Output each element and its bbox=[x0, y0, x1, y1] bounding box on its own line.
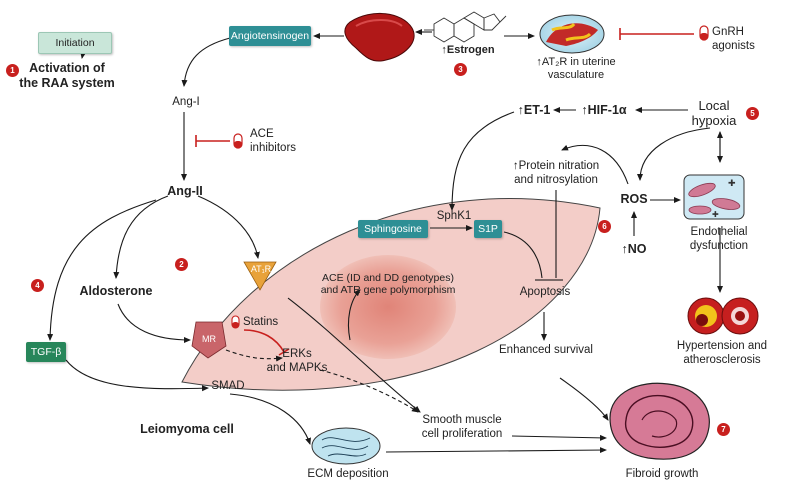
ace-gene-line-1: ACE (ID and DD genotypes) bbox=[322, 272, 454, 284]
nitration-label: ↑Protein nitration and nitrosylation bbox=[494, 160, 618, 187]
svg-text:✚: ✚ bbox=[712, 210, 719, 219]
ros-label: ROS bbox=[620, 192, 648, 206]
svg-text:✚: ✚ bbox=[728, 179, 736, 189]
smooth-muscle-line-1: Smooth muscle bbox=[422, 414, 502, 426]
smooth-muscle-label: Smooth muscle cell proliferation bbox=[412, 414, 512, 441]
ecm-label: ECM deposition bbox=[307, 468, 389, 480]
angiotensinogen-box: Angiotensinogen bbox=[229, 26, 311, 46]
mr-label: MR bbox=[202, 334, 216, 344]
hypertension-line-1: Hypertension and bbox=[676, 340, 768, 352]
hypoxia-label: Local hypoxia bbox=[682, 98, 746, 129]
hypoxia-line-2: hypoxia bbox=[691, 113, 737, 129]
pill-icon-gnrh bbox=[699, 25, 709, 41]
gnrh-line-1: GnRH bbox=[712, 26, 744, 38]
hypertension-label: Hypertension and atherosclerosis bbox=[668, 340, 776, 367]
ang1-label: Ang-I bbox=[172, 96, 200, 108]
smad-label: SMAD bbox=[211, 380, 245, 392]
endothelial-label: Endothelial dysfunction bbox=[676, 226, 762, 253]
enhanced-survival-label: Enhanced survival bbox=[499, 344, 593, 356]
tgf-beta-box: TGF-β bbox=[26, 342, 66, 362]
apoptosis-label: Apoptosis bbox=[519, 286, 571, 298]
step-6-marker: 6 bbox=[598, 220, 611, 233]
nitration-line-2: and nitrosylation bbox=[514, 173, 598, 186]
at1r-receptor-icon bbox=[243, 261, 277, 291]
et1-label: ↑ET-1 bbox=[517, 103, 551, 117]
sphk1-label: SphK1 bbox=[436, 210, 472, 222]
dashed-arrows bbox=[225, 349, 419, 413]
mr-receptor-icon bbox=[191, 321, 227, 359]
ecm-deposition-icon bbox=[311, 427, 381, 465]
artery-atherosclerosis-icon bbox=[687, 297, 725, 335]
s1p-box: S1P bbox=[474, 220, 502, 238]
statins-label: Statins bbox=[243, 316, 279, 328]
activation-line-1: Activation of bbox=[29, 61, 105, 75]
step-4-marker: 4 bbox=[31, 279, 44, 292]
ace-gene-line-2: and ATR gene polymorphism bbox=[320, 284, 456, 297]
smooth-muscle-line-2: cell proliferation bbox=[421, 427, 503, 440]
estrogen-molecule-icon bbox=[424, 11, 507, 43]
fibroid-growth-label: Fibroid growth bbox=[625, 468, 699, 480]
ace-inhibitors-line-1: ACE bbox=[250, 128, 274, 140]
step-2-marker: 2 bbox=[175, 258, 188, 271]
at2r-line-1: ↑AT₂R in uterine bbox=[536, 56, 616, 68]
apoptosis-inhibition-lines bbox=[347, 190, 563, 341]
pill-icon-ace bbox=[233, 133, 243, 149]
hypertension-line-2: atherosclerosis bbox=[683, 353, 761, 366]
no-label: ↑NO bbox=[621, 242, 647, 256]
liver-icon bbox=[344, 12, 415, 62]
step-7-marker: 7 bbox=[717, 423, 730, 436]
activation-label: Activation of the RAA system bbox=[12, 61, 122, 91]
hif-label: ↑HIF-1α bbox=[581, 103, 627, 117]
sphingosine-box: Sphingosine bbox=[358, 220, 428, 238]
erks-line-2: and MAPKs bbox=[266, 361, 328, 374]
gnrh-label: GnRH agonists bbox=[712, 26, 755, 53]
aldosterone-label: Aldosterone bbox=[79, 284, 153, 298]
hypoxia-line-1: Local bbox=[698, 98, 730, 113]
estrogen-label: ↑Estrogen bbox=[441, 44, 495, 56]
initiation-box: Initiation bbox=[38, 32, 112, 54]
cell-nucleus bbox=[320, 255, 456, 359]
gnrh-line-2: agonists bbox=[712, 39, 755, 52]
at2r-line-2: vasculature bbox=[547, 68, 605, 81]
leiomyoma-cell-label: Leiomyoma cell bbox=[140, 422, 234, 436]
inhibition-markers bbox=[195, 28, 694, 356]
endothelial-vessel-icon: ✚ ✚ bbox=[683, 174, 745, 220]
at2r-label: ↑AT₂R in uterine vasculature bbox=[526, 56, 626, 82]
activation-line-2: the RAA system bbox=[19, 75, 115, 90]
pill-icon-statins bbox=[231, 315, 240, 329]
ace-inhibitors-line-2: inhibitors bbox=[250, 141, 297, 154]
ang2-label: Ang-II bbox=[167, 184, 203, 198]
nitration-line-1: ↑Protein nitration bbox=[512, 160, 600, 172]
endothelial-line-2: dysfunction bbox=[689, 239, 749, 252]
erks-label: ERKs and MAPKs bbox=[262, 348, 332, 375]
artery-hypertension-icon bbox=[721, 297, 759, 335]
ace-gene-label: ACE (ID and DD genotypes) and ATR gene p… bbox=[318, 272, 458, 297]
at1r-label: AT₁R bbox=[250, 264, 272, 274]
pathway-arrows bbox=[47, 29, 723, 454]
endothelial-line-1: Endothelial bbox=[690, 226, 748, 238]
fibroid-icon bbox=[609, 382, 710, 460]
erks-line-1: ERKs bbox=[282, 348, 312, 360]
step-1-marker: 1 bbox=[6, 64, 19, 77]
ace-inhibitors-label: ACE inhibitors bbox=[250, 128, 296, 155]
step-5-marker: 5 bbox=[746, 107, 759, 120]
uterine-vessel-icon bbox=[539, 14, 605, 54]
step-3-marker: 3 bbox=[454, 63, 467, 76]
